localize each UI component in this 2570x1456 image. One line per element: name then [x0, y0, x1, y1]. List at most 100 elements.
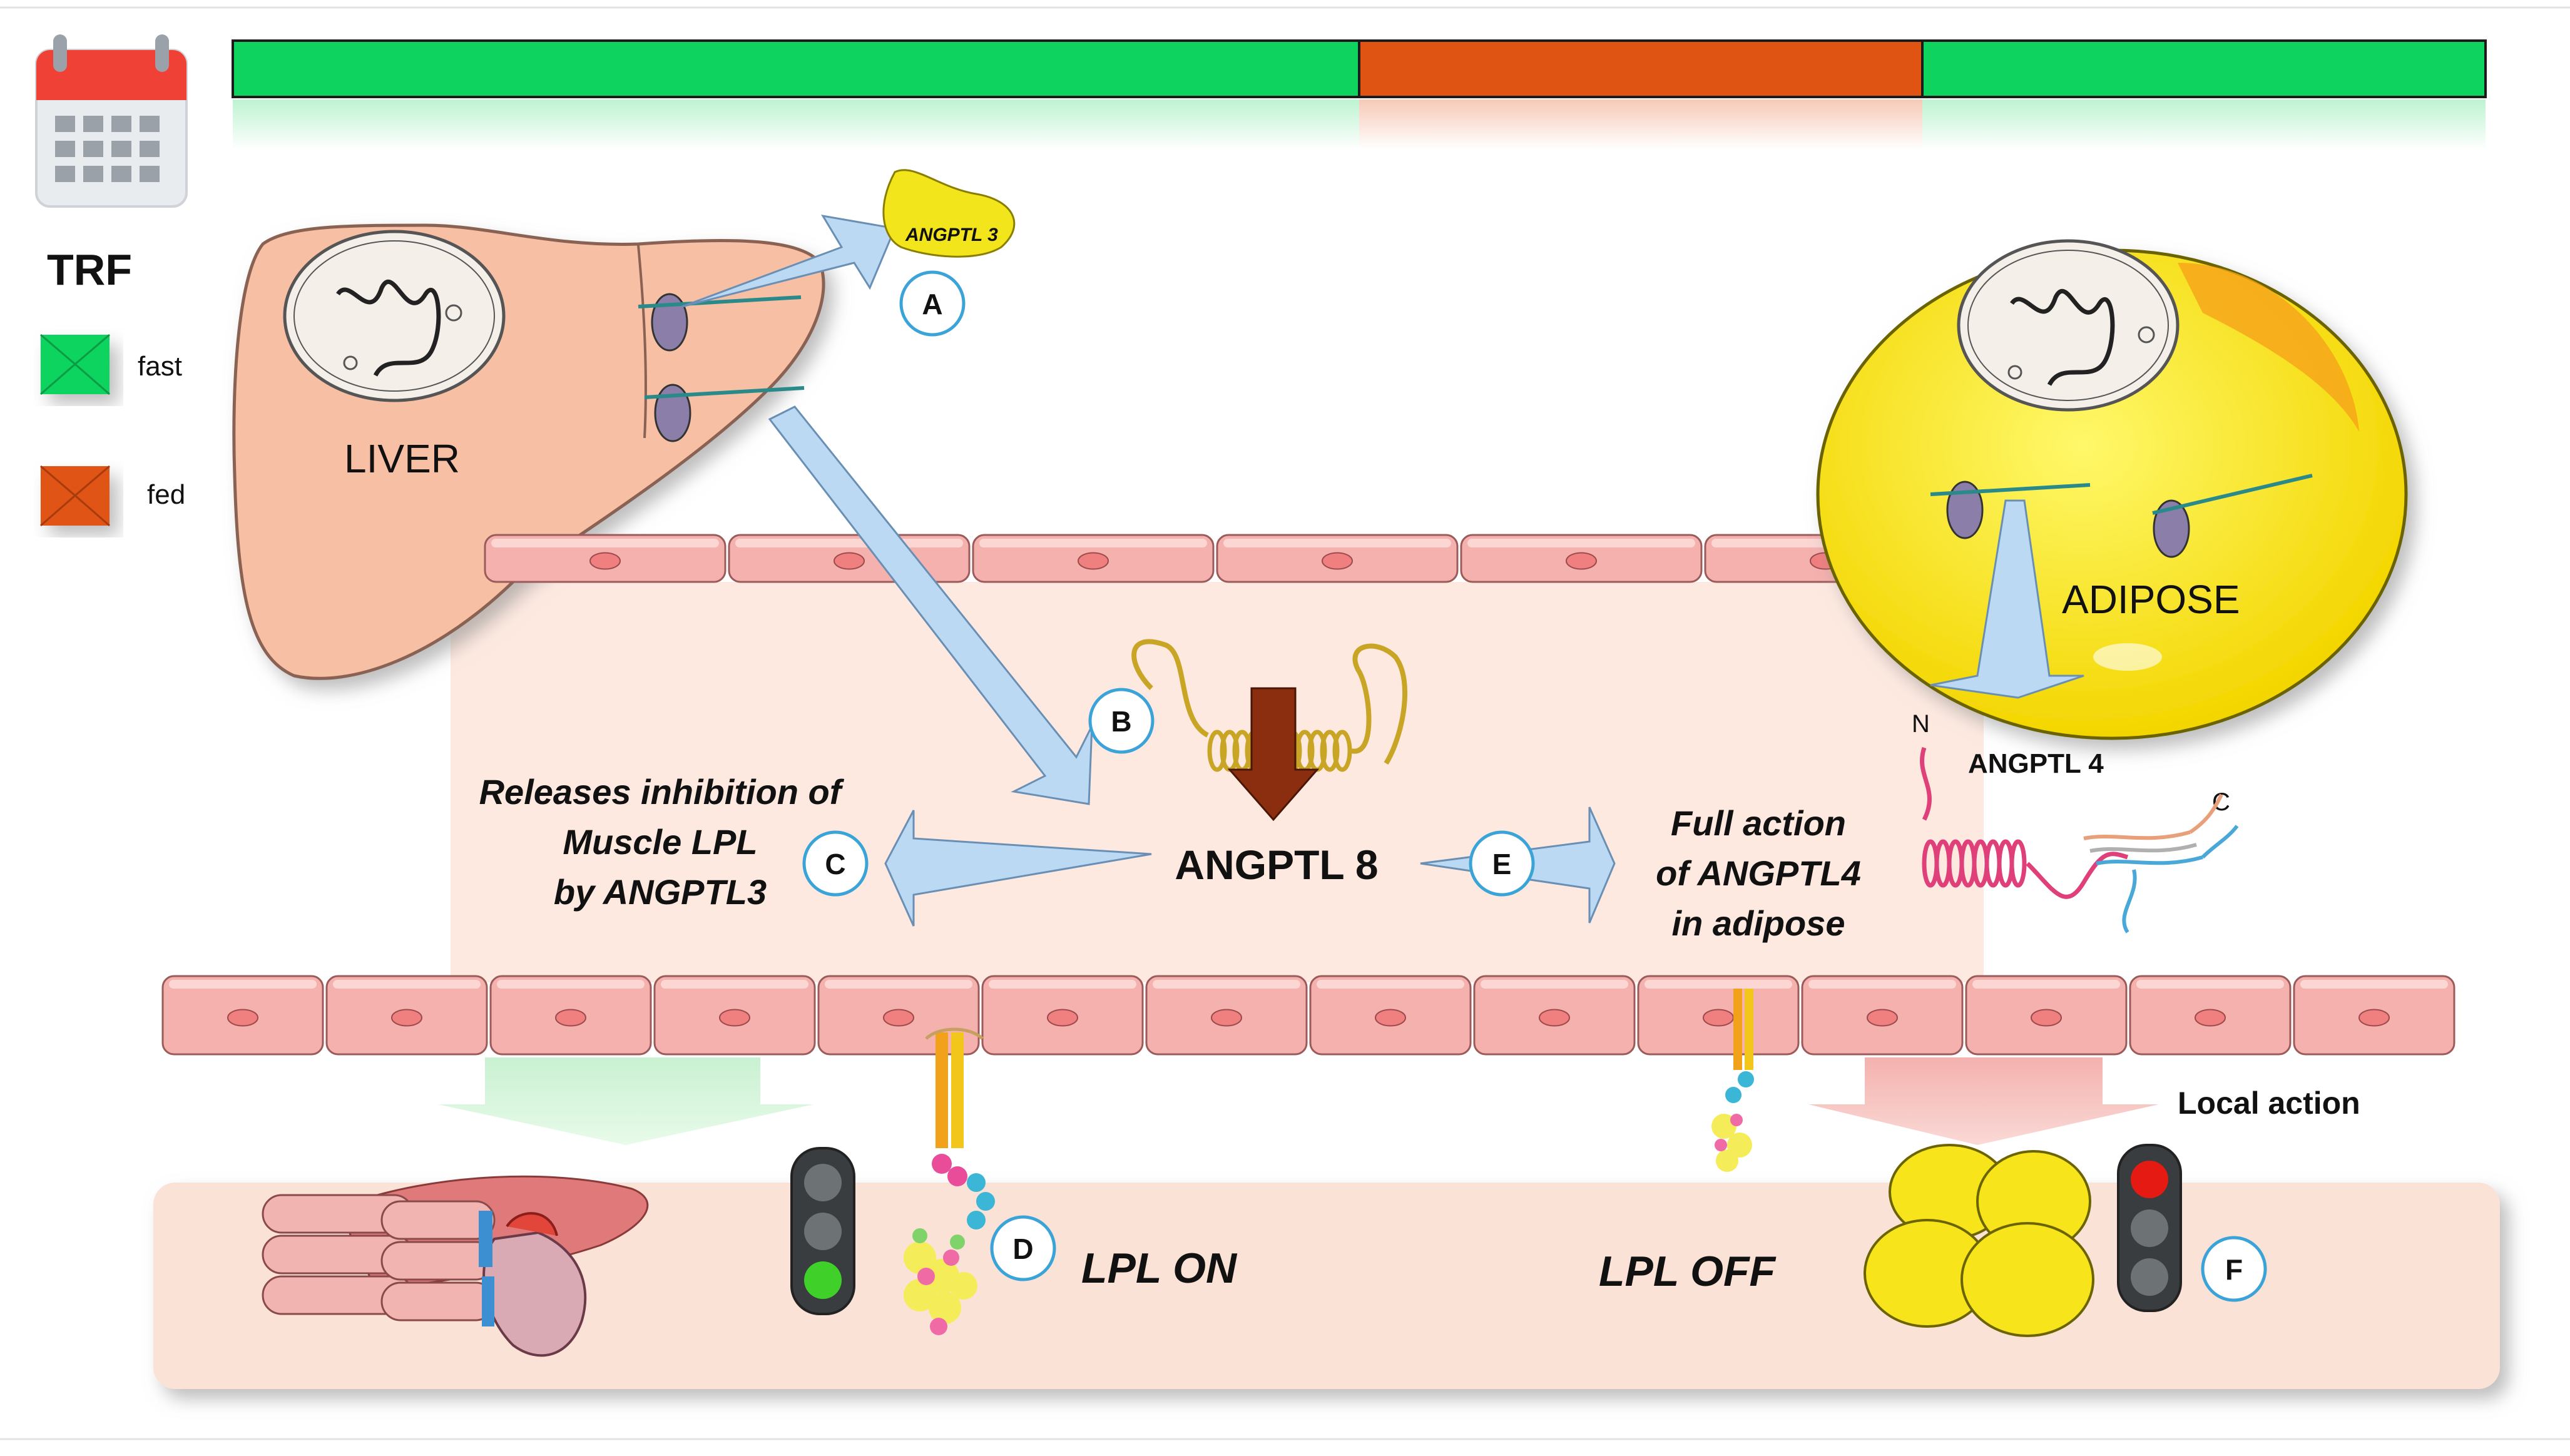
annotation-c: Releases inhibition of Muscle LPL by ANG… [479, 772, 845, 912]
legend-fed-label: fed [147, 479, 185, 510]
svg-text:A: A [922, 288, 942, 320]
svg-text:Releases inhibition of: Releases inhibition of [479, 772, 845, 812]
local-action-label: Local action [2178, 1086, 2360, 1121]
svg-text:E: E [1492, 848, 1512, 880]
marker-c: C [802, 830, 869, 897]
endothelial-nucleus [1566, 552, 1597, 570]
angptl4-c-terminus: C [2212, 788, 2230, 816]
legend-fast-label: fast [138, 351, 182, 382]
calendar-icon [35, 34, 188, 208]
endothelial-nucleus [227, 1009, 258, 1027]
timeline-segment-fast [1921, 39, 2487, 98]
endothelial-nucleus [1078, 552, 1109, 570]
liver-label: LIVER [344, 436, 460, 481]
svg-text:Full action: Full action [1671, 803, 1846, 843]
angptl4-n-terminus: N [1912, 710, 1930, 738]
lower-endothelium [161, 975, 2455, 1056]
endothelial-cell-highlight [1644, 980, 1792, 989]
endothelial-nucleus [883, 1009, 914, 1027]
endothelial-cell-highlight [735, 539, 963, 547]
svg-text:F: F [2225, 1253, 2243, 1286]
lpl-on-label: LPL ON [1081, 1245, 1238, 1292]
endothelial-nucleus [2031, 1009, 2062, 1027]
liver-ribosome-1 [638, 293, 802, 352]
timeline-reflection [1922, 99, 2486, 150]
marker-d: D [990, 1215, 1056, 1281]
endothelial-cell-highlight [1481, 980, 1628, 989]
marker-b: B [1088, 688, 1155, 754]
endothelial-nucleus [1322, 552, 1353, 570]
lpl-off-label: LPL OFF [1599, 1248, 1777, 1295]
endothelial-cell-highlight [2300, 980, 2448, 989]
timeline-bar [232, 39, 2487, 150]
muscle-heart-illustration [262, 1175, 649, 1357]
angptl4-label: ANGPTL 4 [1968, 748, 2104, 779]
svg-text:B: B [1111, 705, 1131, 738]
svg-text:D: D [1012, 1233, 1033, 1265]
legend-title: TRF [47, 245, 132, 294]
svg-text:of ANGPTL4: of ANGPTL4 [1656, 853, 1861, 893]
timeline-segment-fast [232, 39, 1360, 98]
angptl4-secretion-arrow [1930, 499, 2084, 699]
endothelial-nucleus [589, 552, 621, 570]
endothelial-cell-highlight [825, 980, 972, 989]
legend-fast-swatch [40, 333, 110, 395]
endothelial-cell-highlight [661, 980, 808, 989]
endothelial-nucleus [1539, 1009, 1570, 1027]
timeline-reflection [1359, 99, 1922, 150]
adipocyte-cluster [1864, 1144, 2094, 1337]
endothelial-nucleus [391, 1009, 422, 1027]
angptl3-label: ANGPTL 3 [905, 225, 998, 245]
endothelial-cell-highlight [2136, 980, 2284, 989]
endothelial-cell-highlight [1153, 980, 1300, 989]
adipose-transfer-arrow [1808, 1057, 2159, 1145]
endothelial-cell-highlight [1972, 980, 2120, 989]
adipose-label: ADIPOSE [2062, 577, 2240, 622]
endothelial-nucleus [1867, 1009, 1898, 1027]
endothelial-nucleus [1703, 1009, 1734, 1027]
endothelial-cell-highlight [491, 539, 719, 547]
endothelial-nucleus [2195, 1009, 2226, 1027]
angptl8-protein [1131, 639, 1408, 822]
endothelial-nucleus [834, 552, 865, 570]
vessel-lumen [451, 582, 1984, 982]
legend-fed-swatch [40, 465, 110, 527]
endothelial-nucleus [1375, 1009, 1406, 1027]
legend: TRF fast fed [40, 245, 185, 527]
endothelial-nucleus [719, 1009, 750, 1027]
endothelial-cell-highlight [1317, 980, 1464, 989]
marker-e: E [1469, 830, 1535, 897]
angptl8-label: ANGPTL 8 [1175, 842, 1378, 888]
muscle-transfer-arrow [438, 1057, 813, 1145]
angptl8-secretion-arrow [768, 405, 1093, 805]
traffic-light-red-icon [2117, 1144, 2182, 1312]
angptl3-protein: ANGPTL 3 [882, 169, 1016, 258]
endothelial-nucleus [1211, 1009, 1242, 1027]
marker-a: A [899, 270, 966, 337]
annotation-e: Full action of ANGPTL4 in adipose [1656, 803, 1861, 943]
downregulate-arrow [1227, 687, 1320, 822]
lpl-complex-on [904, 1027, 995, 1335]
endothelial-cell-highlight [497, 980, 645, 989]
timeline-reflection [233, 99, 1359, 150]
traffic-light-green-icon [790, 1147, 855, 1315]
adipose-ribosome-2 [2152, 474, 2313, 558]
timeline-segment-fed [1358, 39, 1924, 98]
endothelial-cell-highlight [169, 980, 317, 989]
endothelial-cell-highlight [1223, 539, 1451, 547]
svg-text:Muscle LPL: Muscle LPL [563, 822, 757, 862]
upper-endothelium [484, 534, 1947, 583]
endothelial-cell-highlight [989, 980, 1136, 989]
endothelial-nucleus [2358, 1009, 2390, 1027]
angptl4-protein: N ANGPTL 4 C [1912, 710, 2239, 934]
liver: LIVER [232, 223, 825, 680]
svg-text:by ANGPTL3: by ANGPTL3 [554, 872, 767, 912]
svg-text:in adipose: in adipose [1672, 904, 1845, 943]
endothelial-nucleus [1047, 1009, 1078, 1027]
liver-ribosome-2 [644, 384, 805, 442]
endothelial-cell-highlight [1808, 980, 1956, 989]
endothelial-cell-highlight [1467, 539, 1695, 547]
marker-f: F [2201, 1236, 2267, 1302]
endothelial-cell-highlight [979, 539, 1207, 547]
